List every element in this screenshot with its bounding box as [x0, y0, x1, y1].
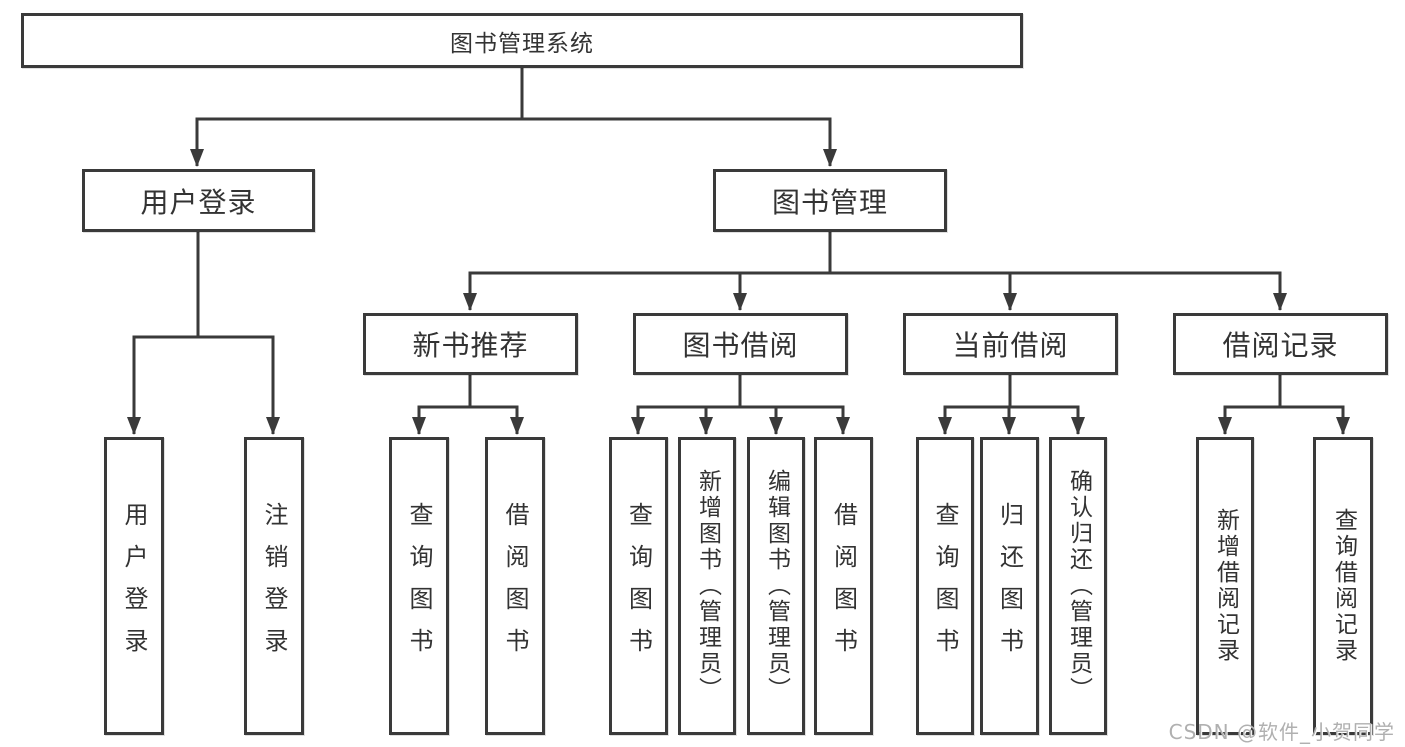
node-new-book-recommend: 新书推荐 — [363, 313, 578, 375]
node-label: 新增图书（管理员） — [694, 469, 721, 703]
leaf-confirm-return-admin: 确认归还（管理员） — [1049, 437, 1107, 735]
leaf-query-borrow-record: 查询借阅记录 — [1313, 437, 1373, 735]
node-label: 当前借阅 — [952, 329, 1069, 362]
node-borrowing-records: 借阅记录 — [1173, 313, 1388, 375]
csdn-watermark: CSDN @软件_小贺同学 — [1168, 720, 1395, 744]
node-book-borrowing: 图书借阅 — [633, 313, 848, 375]
node-label: 借阅图书 — [829, 502, 858, 670]
leaf-user-login: 用户登录 — [104, 437, 164, 735]
node-label: 图书借阅 — [682, 329, 799, 362]
node-book-management: 图书管理 — [713, 169, 947, 232]
leaf-add-books-admin: 新增图书（管理员） — [678, 437, 736, 735]
leaf-query-books-recommend: 查询图书 — [389, 437, 449, 735]
node-user-login: 用户登录 — [82, 169, 315, 232]
node-current-borrowing: 当前借阅 — [903, 313, 1118, 375]
node-label: 查询图书 — [405, 502, 433, 670]
node-label: 查询图书 — [931, 502, 959, 670]
leaf-logout-login: 注销登录 — [244, 437, 304, 735]
node-label: 编辑图书（管理员） — [763, 469, 790, 703]
leaf-query-books-current: 查询图书 — [916, 437, 974, 735]
node-label: 新书推荐 — [412, 329, 529, 362]
leaf-borrow-books: 借阅图书 — [814, 437, 873, 735]
node-label: 借阅图书 — [501, 502, 529, 670]
leaf-query-books-borrowing: 查询图书 — [609, 437, 668, 735]
node-label: 用户登录 — [120, 502, 148, 670]
node-label: 注销登录 — [260, 502, 288, 670]
leaf-add-borrow-record: 新增借阅记录 — [1196, 437, 1254, 735]
leaf-borrow-books-recommend: 借阅图书 — [485, 437, 545, 735]
node-label: 图书管理系统 — [450, 30, 594, 57]
node-label: 借阅记录 — [1222, 329, 1339, 362]
node-label: 查询借阅记录 — [1330, 508, 1357, 664]
node-label: 确认归还（管理员） — [1065, 469, 1092, 703]
node-label: 归还图书 — [995, 502, 1024, 670]
node-library-system: 图书管理系统 — [21, 13, 1023, 68]
leaf-edit-books-admin: 编辑图书（管理员） — [747, 437, 805, 735]
leaf-return-books: 归还图书 — [980, 437, 1039, 735]
node-label: 新增借阅记录 — [1212, 508, 1239, 664]
node-label: 查询图书 — [624, 502, 653, 670]
node-label: 图书管理 — [771, 185, 888, 219]
node-label: 用户登录 — [140, 185, 257, 219]
